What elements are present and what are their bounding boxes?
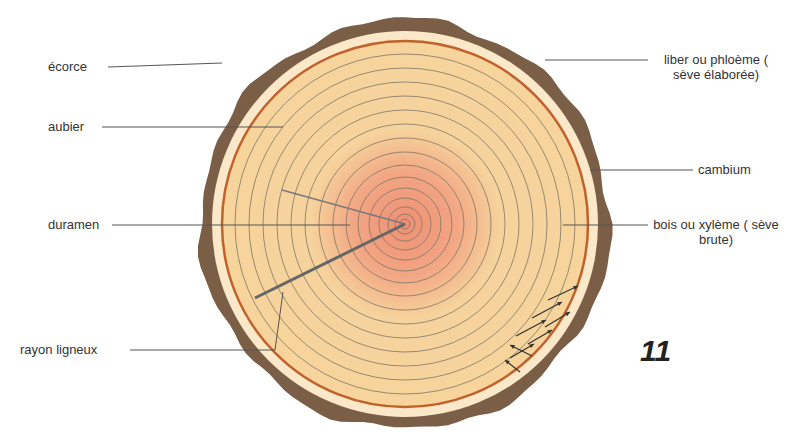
part-label: bois ou xylème ( sève brute)	[652, 217, 780, 247]
bark	[198, 17, 613, 427]
flow-arrows	[505, 286, 578, 372]
leader-lines	[102, 60, 693, 350]
wood-ray	[282, 190, 405, 224]
part-label: duramen	[48, 217, 99, 232]
cambium-ring	[222, 41, 588, 407]
phloem	[212, 31, 598, 417]
part-label: rayon ligneux	[20, 342, 97, 357]
heartwood	[255, 74, 555, 374]
part-label: cambium	[698, 162, 751, 177]
part-label: liber ou phloème ( sève élaborée)	[652, 52, 780, 82]
growth-rings	[235, 54, 575, 394]
figure-number: 11	[640, 334, 671, 368]
wood-ray	[255, 224, 405, 298]
part-label: aubier	[48, 119, 84, 134]
part-label: écorce	[48, 59, 87, 74]
